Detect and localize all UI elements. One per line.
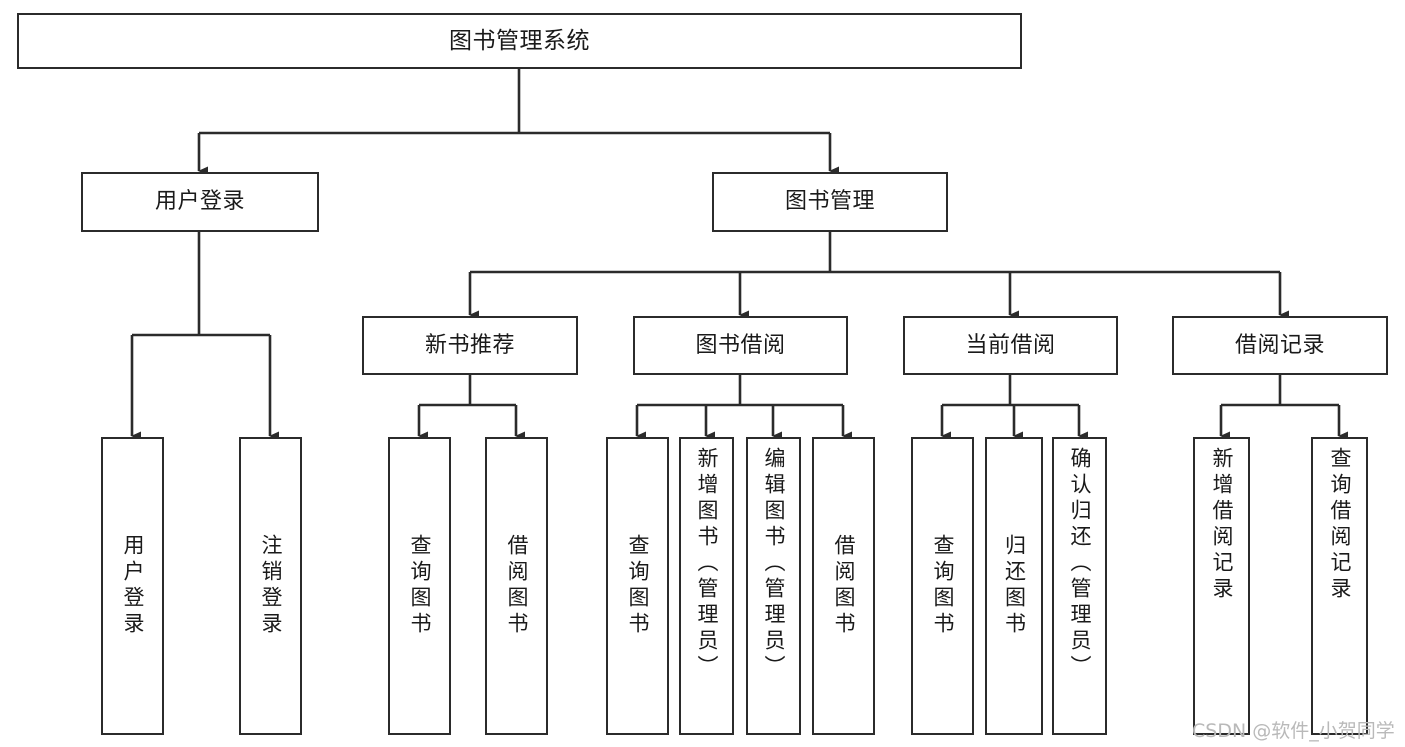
node-label: 新书推荐: [424, 332, 515, 358]
node-leaf-query-book-2[interactable]: 查询图书: [606, 437, 669, 735]
node-label: 查询图书: [408, 534, 432, 638]
node-leaf-add-book[interactable]: 新增图书（管理员）: [679, 437, 734, 735]
node-label: 编辑图书（管理员）: [762, 447, 786, 681]
node-leaf-borrow-book-1[interactable]: 借阅图书: [485, 437, 548, 735]
node-label: 图书借阅: [695, 332, 786, 358]
node-label: 当前借阅: [965, 332, 1056, 358]
node-label: 借阅图书: [832, 534, 856, 638]
node-label: 确认归还（管理员）: [1068, 447, 1092, 681]
node-label: 新增借阅记录: [1210, 447, 1234, 603]
node-leaf-query-book-1[interactable]: 查询图书: [388, 437, 451, 735]
node-leaf-confirm-return[interactable]: 确认归还（管理员）: [1052, 437, 1107, 735]
node-leaf-query-book-3[interactable]: 查询图书: [911, 437, 974, 735]
node-leaf-user-login[interactable]: 用户登录: [101, 437, 164, 735]
node-label: 图书管理: [784, 189, 875, 215]
node-label: 查询借阅记录: [1328, 447, 1352, 603]
node-book-admin[interactable]: 图书管理: [712, 172, 948, 232]
node-label: 查询图书: [931, 534, 955, 638]
node-leaf-borrow-book-2[interactable]: 借阅图书: [812, 437, 875, 735]
node-leaf-add-record[interactable]: 新增借阅记录: [1193, 437, 1250, 735]
node-label: 归还图书: [1002, 534, 1027, 638]
node-label: 借阅图书: [505, 534, 529, 638]
node-label: 用户登录: [121, 534, 145, 638]
connector-group: [130, 69, 1348, 441]
node-leaf-user-logout[interactable]: 注销登录: [239, 437, 302, 735]
node-label: 用户登录: [154, 189, 245, 215]
node-leaf-return-book[interactable]: 归还图书: [985, 437, 1043, 735]
node-label: 注销登录: [259, 534, 283, 638]
node-label: 查询图书: [626, 534, 650, 638]
node-leaf-query-record[interactable]: 查询借阅记录: [1311, 437, 1368, 735]
node-borrow-record[interactable]: 借阅记录: [1172, 316, 1388, 375]
node-current-borrow[interactable]: 当前借阅: [903, 316, 1118, 375]
node-book-borrow[interactable]: 图书借阅: [633, 316, 848, 375]
node-label: 借阅记录: [1234, 332, 1325, 358]
node-root[interactable]: 图书管理系统: [17, 13, 1022, 69]
node-label: 新增图书（管理员）: [695, 447, 719, 681]
node-new-book-rec[interactable]: 新书推荐: [362, 316, 578, 375]
node-user-login[interactable]: 用户登录: [81, 172, 319, 232]
node-label: 图书管理系统: [449, 27, 590, 54]
node-leaf-edit-book[interactable]: 编辑图书（管理员）: [746, 437, 801, 735]
